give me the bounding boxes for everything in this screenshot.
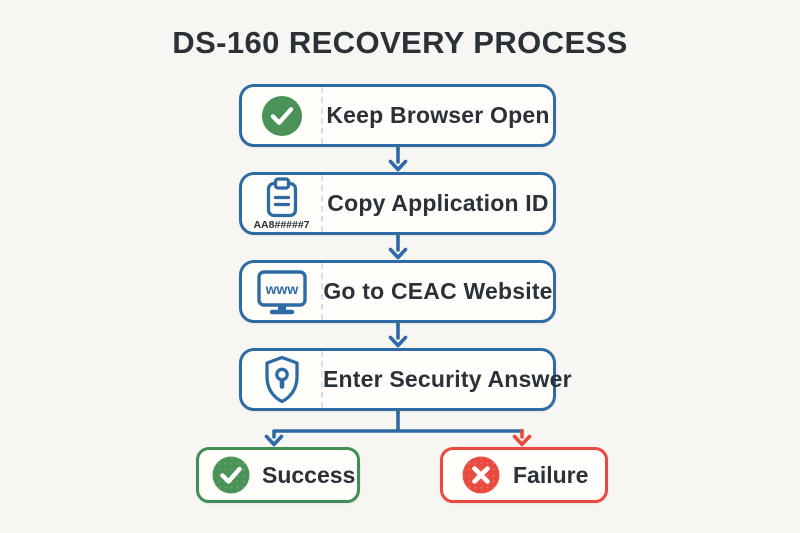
step-label: Copy Application ID	[327, 190, 549, 216]
outcome-box-failure: Failure	[440, 447, 608, 503]
step-label: Keep Browser Open	[326, 102, 550, 128]
outcome-label: Success	[262, 461, 356, 488]
step-box-enter-security-answer: Enter Security Answer	[239, 348, 572, 411]
step-label: Enter Security Answer	[323, 366, 572, 392]
step-label: Go to CEAC Website	[323, 278, 553, 304]
page-title: DS-160 RECOVERY PROCESS	[172, 25, 628, 60]
step2-icon-cell: AA8#####7	[242, 175, 323, 232]
application-id-caption: AA8#####7	[253, 218, 310, 231]
branch-connector-blue	[264, 409, 524, 447]
step2-label-cell: Copy Application ID	[323, 175, 553, 232]
arrow-step2-step3	[388, 233, 408, 260]
step3-icon-cell: www	[242, 263, 323, 320]
branch-connector-red	[512, 428, 532, 447]
arrow-step3-step4	[388, 321, 408, 348]
arrow-step1-step2	[388, 145, 408, 172]
step-box-keep-browser-open: Keep Browser Open	[239, 84, 556, 147]
outcome-label: Failure	[513, 461, 589, 488]
step-box-go-to-ceac-website: www Go to CEAC Website	[239, 260, 556, 323]
outcome-box-success: Success	[196, 447, 360, 503]
step4-icon-cell	[242, 351, 323, 408]
step4-label-cell: Enter Security Answer	[323, 351, 572, 408]
step-box-copy-application-id: AA8#####7 Copy Application ID	[239, 172, 556, 235]
monitor-screen-text: www	[264, 281, 298, 297]
clipboard-icon	[266, 177, 297, 217]
shield-keyhole-icon	[264, 355, 299, 403]
check-circle-icon	[212, 456, 250, 494]
step1-label-cell: Keep Browser Open	[323, 87, 553, 144]
step3-label-cell: Go to CEAC Website	[323, 263, 553, 320]
check-circle-icon	[261, 95, 302, 136]
monitor-www-icon: www	[256, 269, 307, 314]
step1-icon-cell	[242, 87, 323, 144]
x-circle-icon	[462, 456, 500, 494]
